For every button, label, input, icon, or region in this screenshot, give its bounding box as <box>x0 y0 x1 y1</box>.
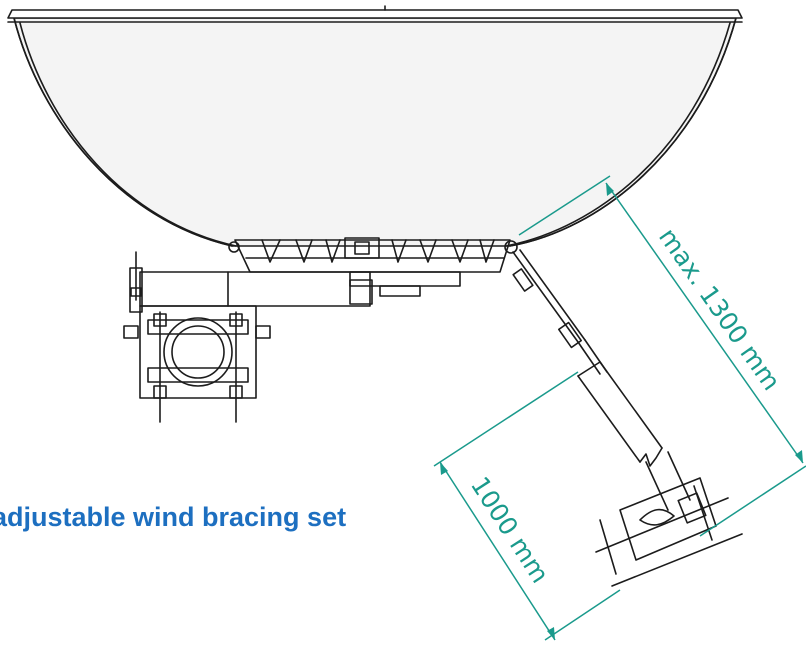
dish-rim <box>7 5 743 23</box>
dimension-line-long <box>605 182 804 464</box>
dimension-extension-top <box>518 175 611 236</box>
mounting-arm <box>129 251 373 313</box>
wind-brace-strut <box>512 249 663 467</box>
pole-clamp-left <box>123 305 271 423</box>
dimension-extension-bottom-short <box>544 589 621 641</box>
dimension-extension-bottom <box>699 465 806 537</box>
dish-reflector <box>13 17 737 247</box>
dimension-lines <box>433 175 806 641</box>
dimension-extension-top-short <box>433 371 579 467</box>
wind-bracing-caption: adjustable wind bracing set <box>0 502 347 532</box>
brace-pole-clamp <box>595 451 743 587</box>
dish-hub <box>228 237 518 297</box>
dimension-arrows <box>440 183 803 640</box>
dimension-label-long: max. 1300 mm <box>653 223 786 396</box>
dimension-line-short <box>439 461 556 641</box>
